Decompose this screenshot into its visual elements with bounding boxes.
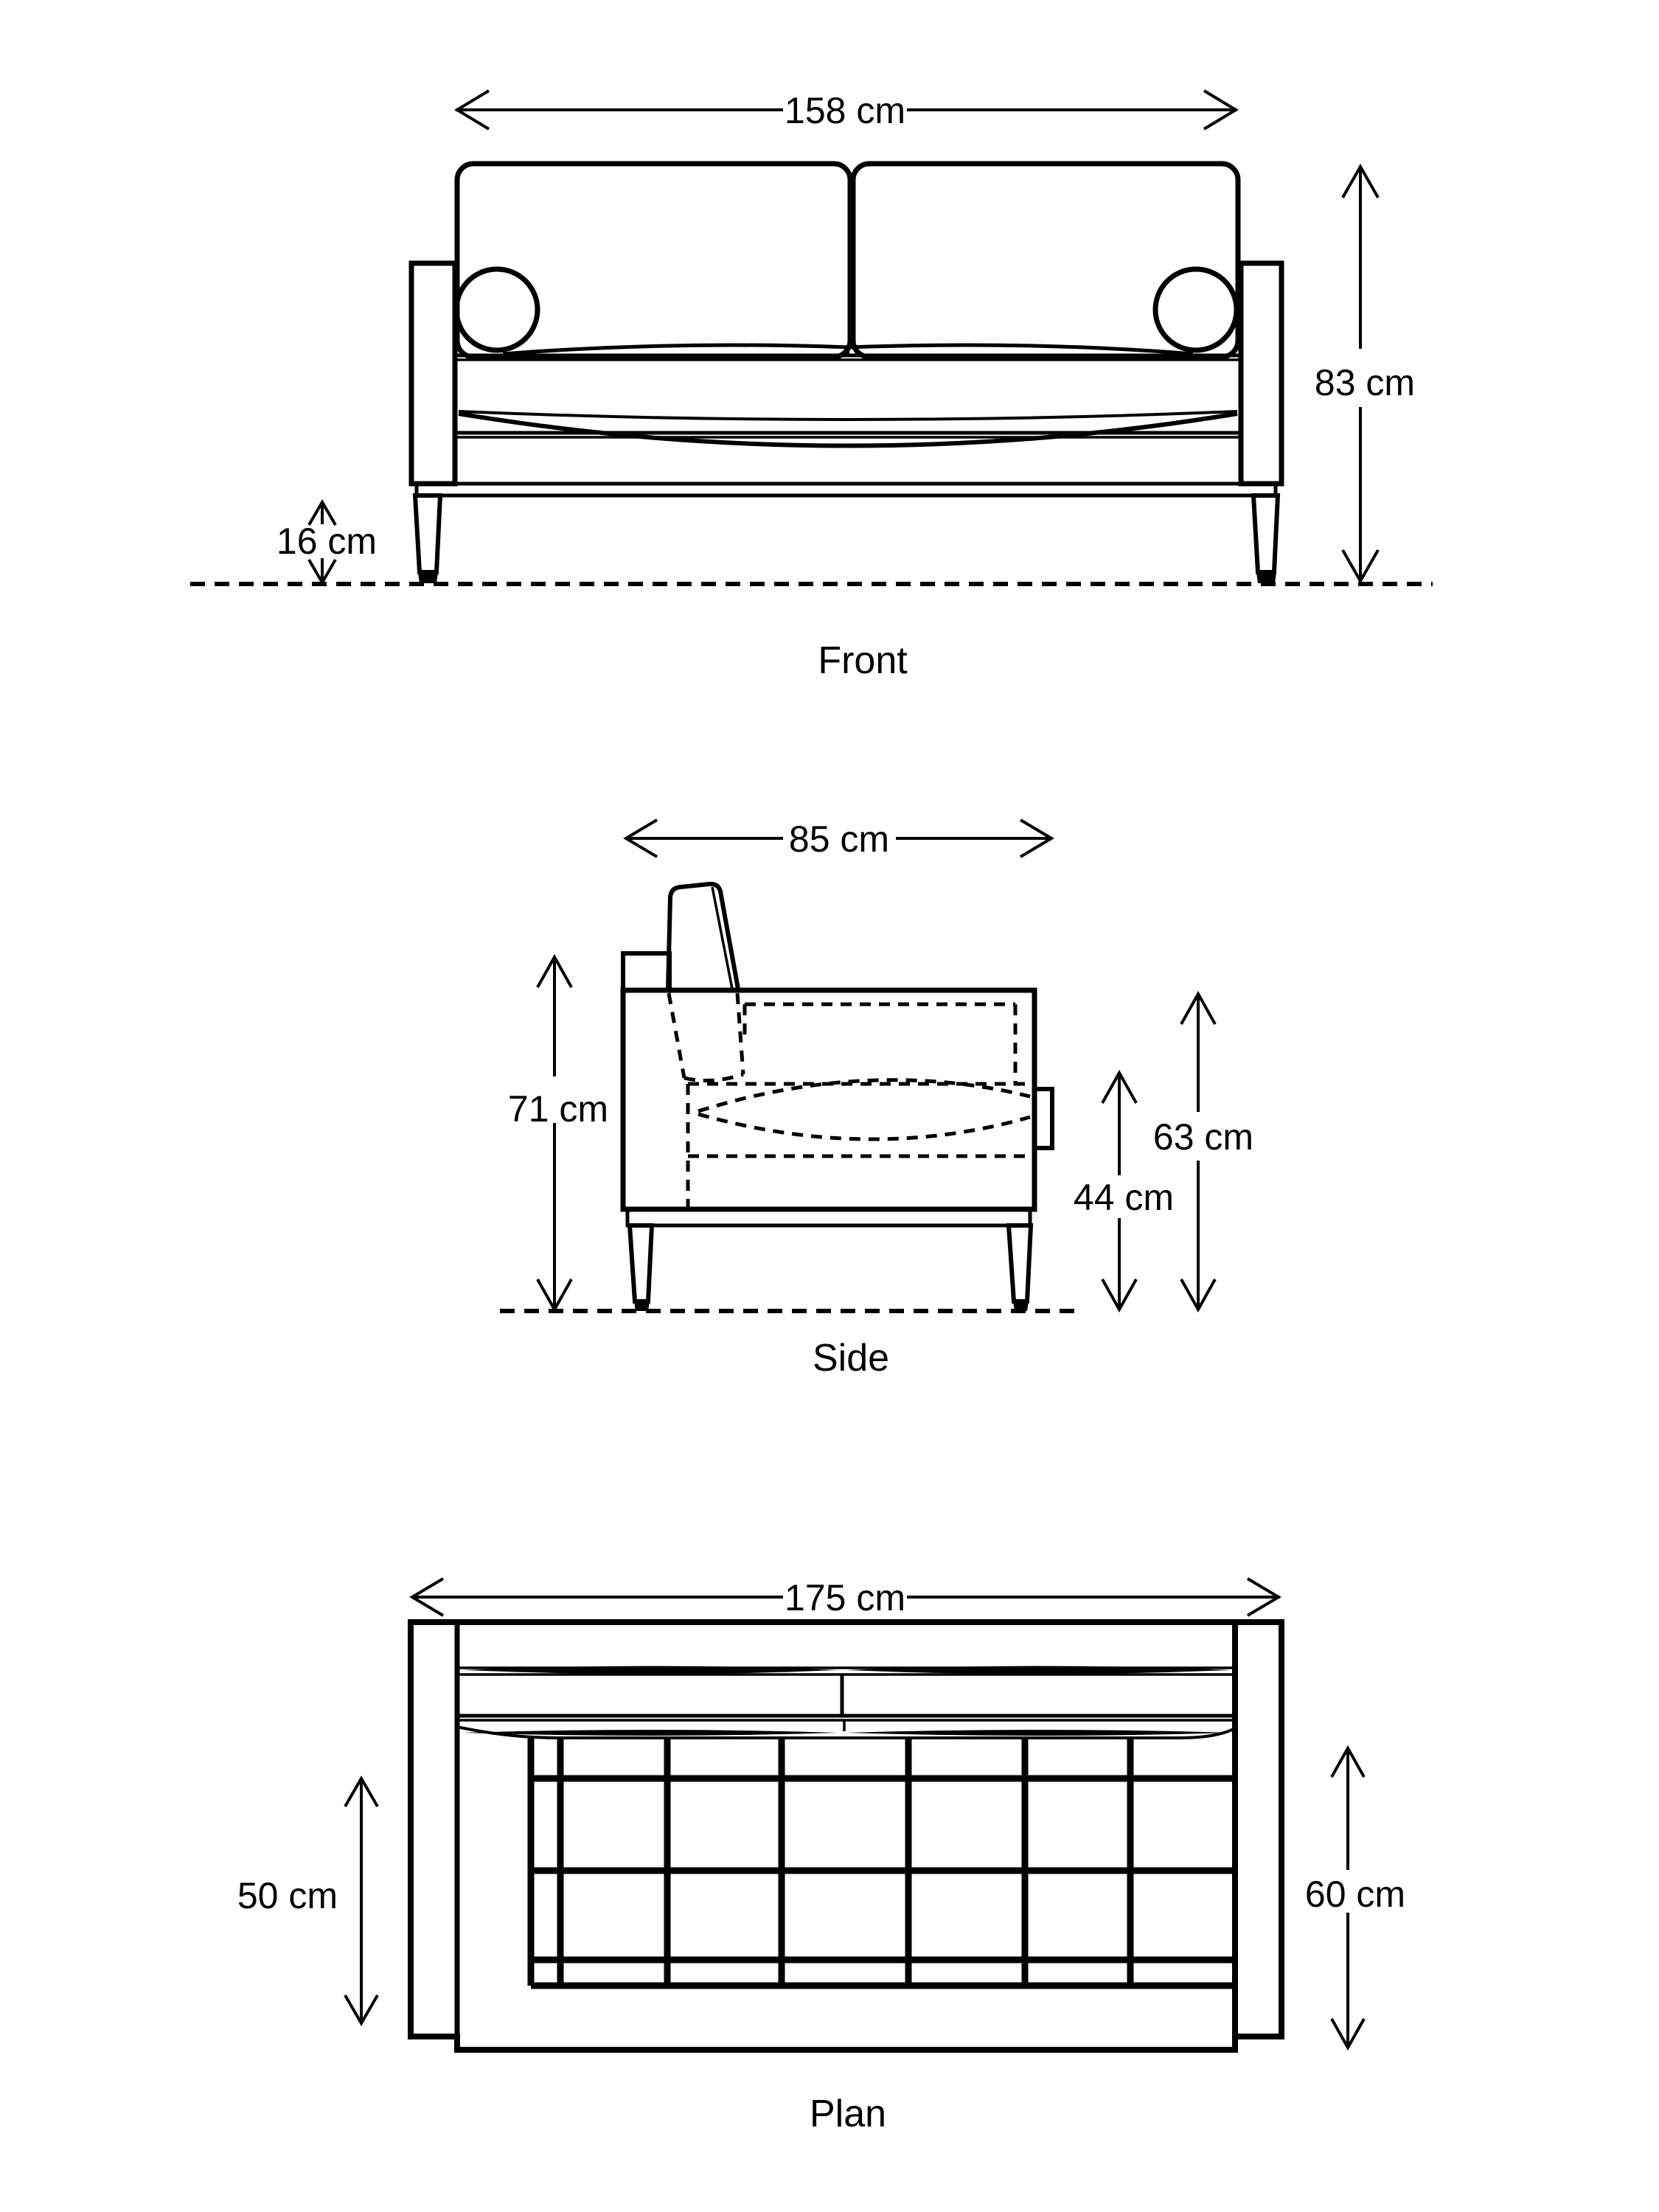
seat-cushion-right-lens — [846, 1730, 1230, 1736]
arrow-up-icon — [307, 499, 337, 526]
plan-view-label: Plan — [810, 2093, 886, 2135]
leg-front-foot — [1013, 1301, 1029, 1311]
cushion-top-dashed — [698, 1078, 1031, 1113]
side-back-height-dimension: 71 cm — [508, 953, 608, 1313]
side-seat-height-dimension: 44 cm — [1074, 1069, 1174, 1313]
plan-seat-depth-dimension: 50 cm — [237, 1775, 379, 2026]
plan-width-value: 175 cm — [785, 1577, 905, 1618]
side-body — [620, 987, 1037, 1212]
back-frame-top — [621, 951, 672, 992]
arrow-left-icon — [623, 818, 658, 858]
arrow-up-icon — [1341, 163, 1380, 198]
arrow-down-icon — [307, 558, 337, 585]
base-rail — [414, 481, 1278, 498]
bolster-left — [453, 266, 540, 353]
back-cushion-dashed — [667, 992, 745, 1083]
front-height-dimension: 83 cm — [1315, 163, 1415, 585]
arrow-down-icon — [1180, 1279, 1217, 1313]
plan-total-depth-value: 60 cm — [1305, 1874, 1405, 1915]
arrow-down-icon — [1101, 1279, 1138, 1313]
arrow-down-icon — [1330, 2018, 1366, 2051]
back-cushion-left-lens — [463, 1666, 838, 1674]
seat-crown-right — [847, 343, 1194, 356]
plan-width-dimension: 175 cm — [409, 1577, 1281, 1618]
arrow-up-icon — [344, 1775, 379, 1808]
cushion-bottom-dashed — [698, 1112, 1031, 1141]
front-sofa-drawing — [408, 161, 1284, 583]
leg-back-foot — [634, 1301, 650, 1311]
inner-arm-dashed — [742, 1002, 1018, 1085]
sag-curve-upper — [458, 410, 1238, 421]
leg-left — [412, 493, 443, 574]
plan-sofa-drawing — [408, 1619, 1284, 2053]
front-view-label: Front — [818, 639, 908, 682]
arrow-up-icon — [1101, 1069, 1138, 1104]
sag-curve-lower — [458, 411, 1238, 448]
plan-seat-depth-value: 50 cm — [237, 1875, 338, 1916]
plan-outline — [408, 1619, 1284, 2053]
back-cushion-side — [666, 881, 740, 990]
seat-crown-left — [502, 343, 849, 356]
hidden-lines — [667, 992, 1032, 1208]
leg-right-foot — [1256, 572, 1276, 583]
side-arm-height-dimension: 63 cm — [1153, 990, 1253, 1313]
side-view: 85 cm — [500, 818, 1253, 1380]
leg-back — [627, 1223, 655, 1304]
arrow-up-icon — [1330, 1745, 1366, 1778]
leg-left-foot — [418, 572, 438, 583]
back-cushion-left — [454, 161, 853, 360]
side-depth-dimension: 85 cm — [623, 818, 1054, 860]
side-depth-value: 85 cm — [789, 818, 889, 860]
arm-left — [408, 260, 458, 487]
base-rail — [625, 1207, 1032, 1228]
side-arm-height-value: 63 cm — [1153, 1116, 1253, 1158]
back-cushion-seam — [711, 886, 734, 990]
arrow-down-icon — [1341, 549, 1380, 585]
leg-front — [1006, 1223, 1034, 1304]
arm-right — [1238, 260, 1284, 487]
front-leg-value: 16 cm — [276, 521, 377, 562]
arrow-down-icon — [536, 1279, 573, 1313]
front-width-dimension: 158 cm — [454, 89, 1239, 131]
arrow-up-icon — [536, 953, 573, 988]
back-cushion-right — [850, 161, 1241, 360]
side-seat-height-value: 44 cm — [1074, 1177, 1174, 1218]
arrow-right-icon — [1246, 1577, 1281, 1617]
seat-edge-profile — [1032, 1087, 1054, 1150]
front-height-value: 83 cm — [1315, 362, 1415, 403]
leg-right — [1251, 493, 1281, 574]
arrow-right-icon — [1019, 818, 1054, 858]
back-cushion-right-lens — [846, 1666, 1230, 1674]
arrow-left-icon — [409, 1577, 445, 1617]
front-view: 158 cm — [190, 89, 1433, 682]
plan-view: 175 cm — [237, 1577, 1405, 2135]
arrow-right-icon — [1203, 89, 1239, 131]
plan-total-depth-dimension: 60 cm — [1305, 1745, 1405, 2051]
seat-cushion-left-lens — [463, 1730, 838, 1736]
side-back-height-value: 71 cm — [508, 1088, 608, 1130]
front-leg-dimension: 16 cm — [276, 499, 377, 585]
arrow-down-icon — [344, 1994, 379, 2026]
side-view-label: Side — [813, 1337, 889, 1380]
front-width-value: 158 cm — [785, 90, 905, 131]
side-sofa-drawing — [620, 881, 1054, 1311]
bolster-right — [1152, 266, 1239, 353]
webbing-grid — [527, 1738, 1232, 1989]
arrow-left-icon — [454, 89, 490, 131]
arrow-up-icon — [1180, 990, 1217, 1025]
